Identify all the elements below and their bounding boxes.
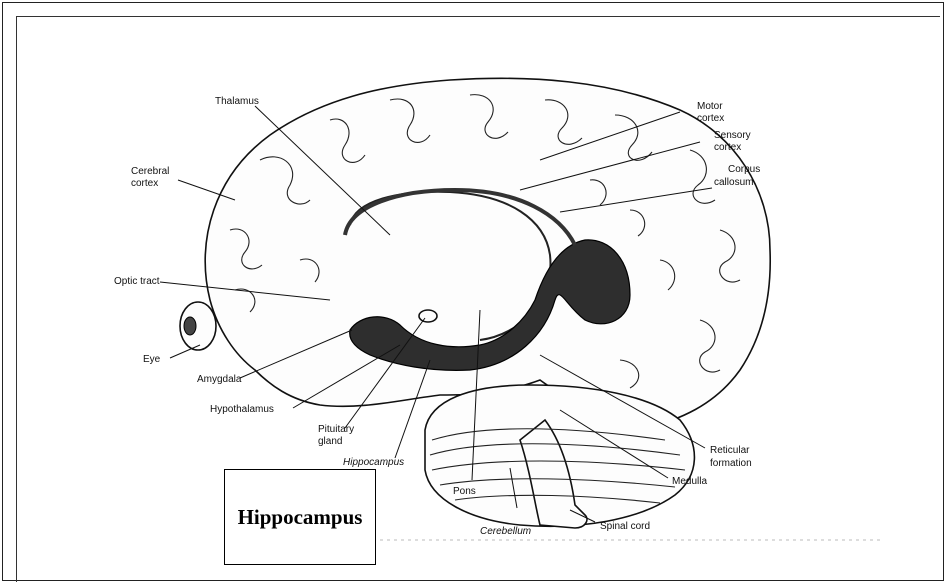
label-corpus-callosum-2: callosum bbox=[714, 177, 753, 188]
label-motor-cortex-1: Motor bbox=[697, 101, 723, 112]
caption-text: Hippocampus bbox=[238, 505, 363, 530]
pupil-shape bbox=[184, 317, 196, 335]
label-cerebral-cortex-1: Cerebral bbox=[131, 166, 169, 177]
caption-box: Hippocampus bbox=[224, 469, 376, 565]
label-sensory-cortex-2: cortex bbox=[714, 142, 741, 153]
label-pons: Pons bbox=[453, 486, 476, 497]
label-corpus-callosum-1: Corpus bbox=[728, 164, 760, 175]
label-pituitary-1: Pituitary bbox=[318, 424, 354, 435]
label-motor-cortex-2: cortex bbox=[697, 113, 724, 124]
label-spinal-cord: Spinal cord bbox=[600, 521, 650, 532]
pituitary-shape bbox=[419, 310, 437, 322]
label-cerebral-cortex-2: cortex bbox=[131, 178, 158, 189]
label-reticular-1: Reticular bbox=[710, 445, 750, 456]
label-pituitary-2: gland bbox=[318, 436, 342, 447]
label-optic-tract: Optic tract bbox=[114, 276, 160, 287]
label-thalamus: Thalamus bbox=[215, 96, 259, 107]
label-sensory-cortex-1: Sensory bbox=[714, 130, 751, 141]
label-eye: Eye bbox=[143, 354, 161, 365]
label-reticular-2: formation bbox=[710, 458, 752, 469]
cerebrum-outline bbox=[205, 78, 770, 430]
label-amygdala: Amygdala bbox=[197, 374, 242, 385]
label-medulla: Medulla bbox=[672, 476, 707, 487]
label-hypothalamus: Hypothalamus bbox=[210, 404, 274, 415]
label-cerebellum: Cerebellum bbox=[480, 526, 531, 537]
label-hippocampus: Hippocampus bbox=[343, 457, 404, 468]
